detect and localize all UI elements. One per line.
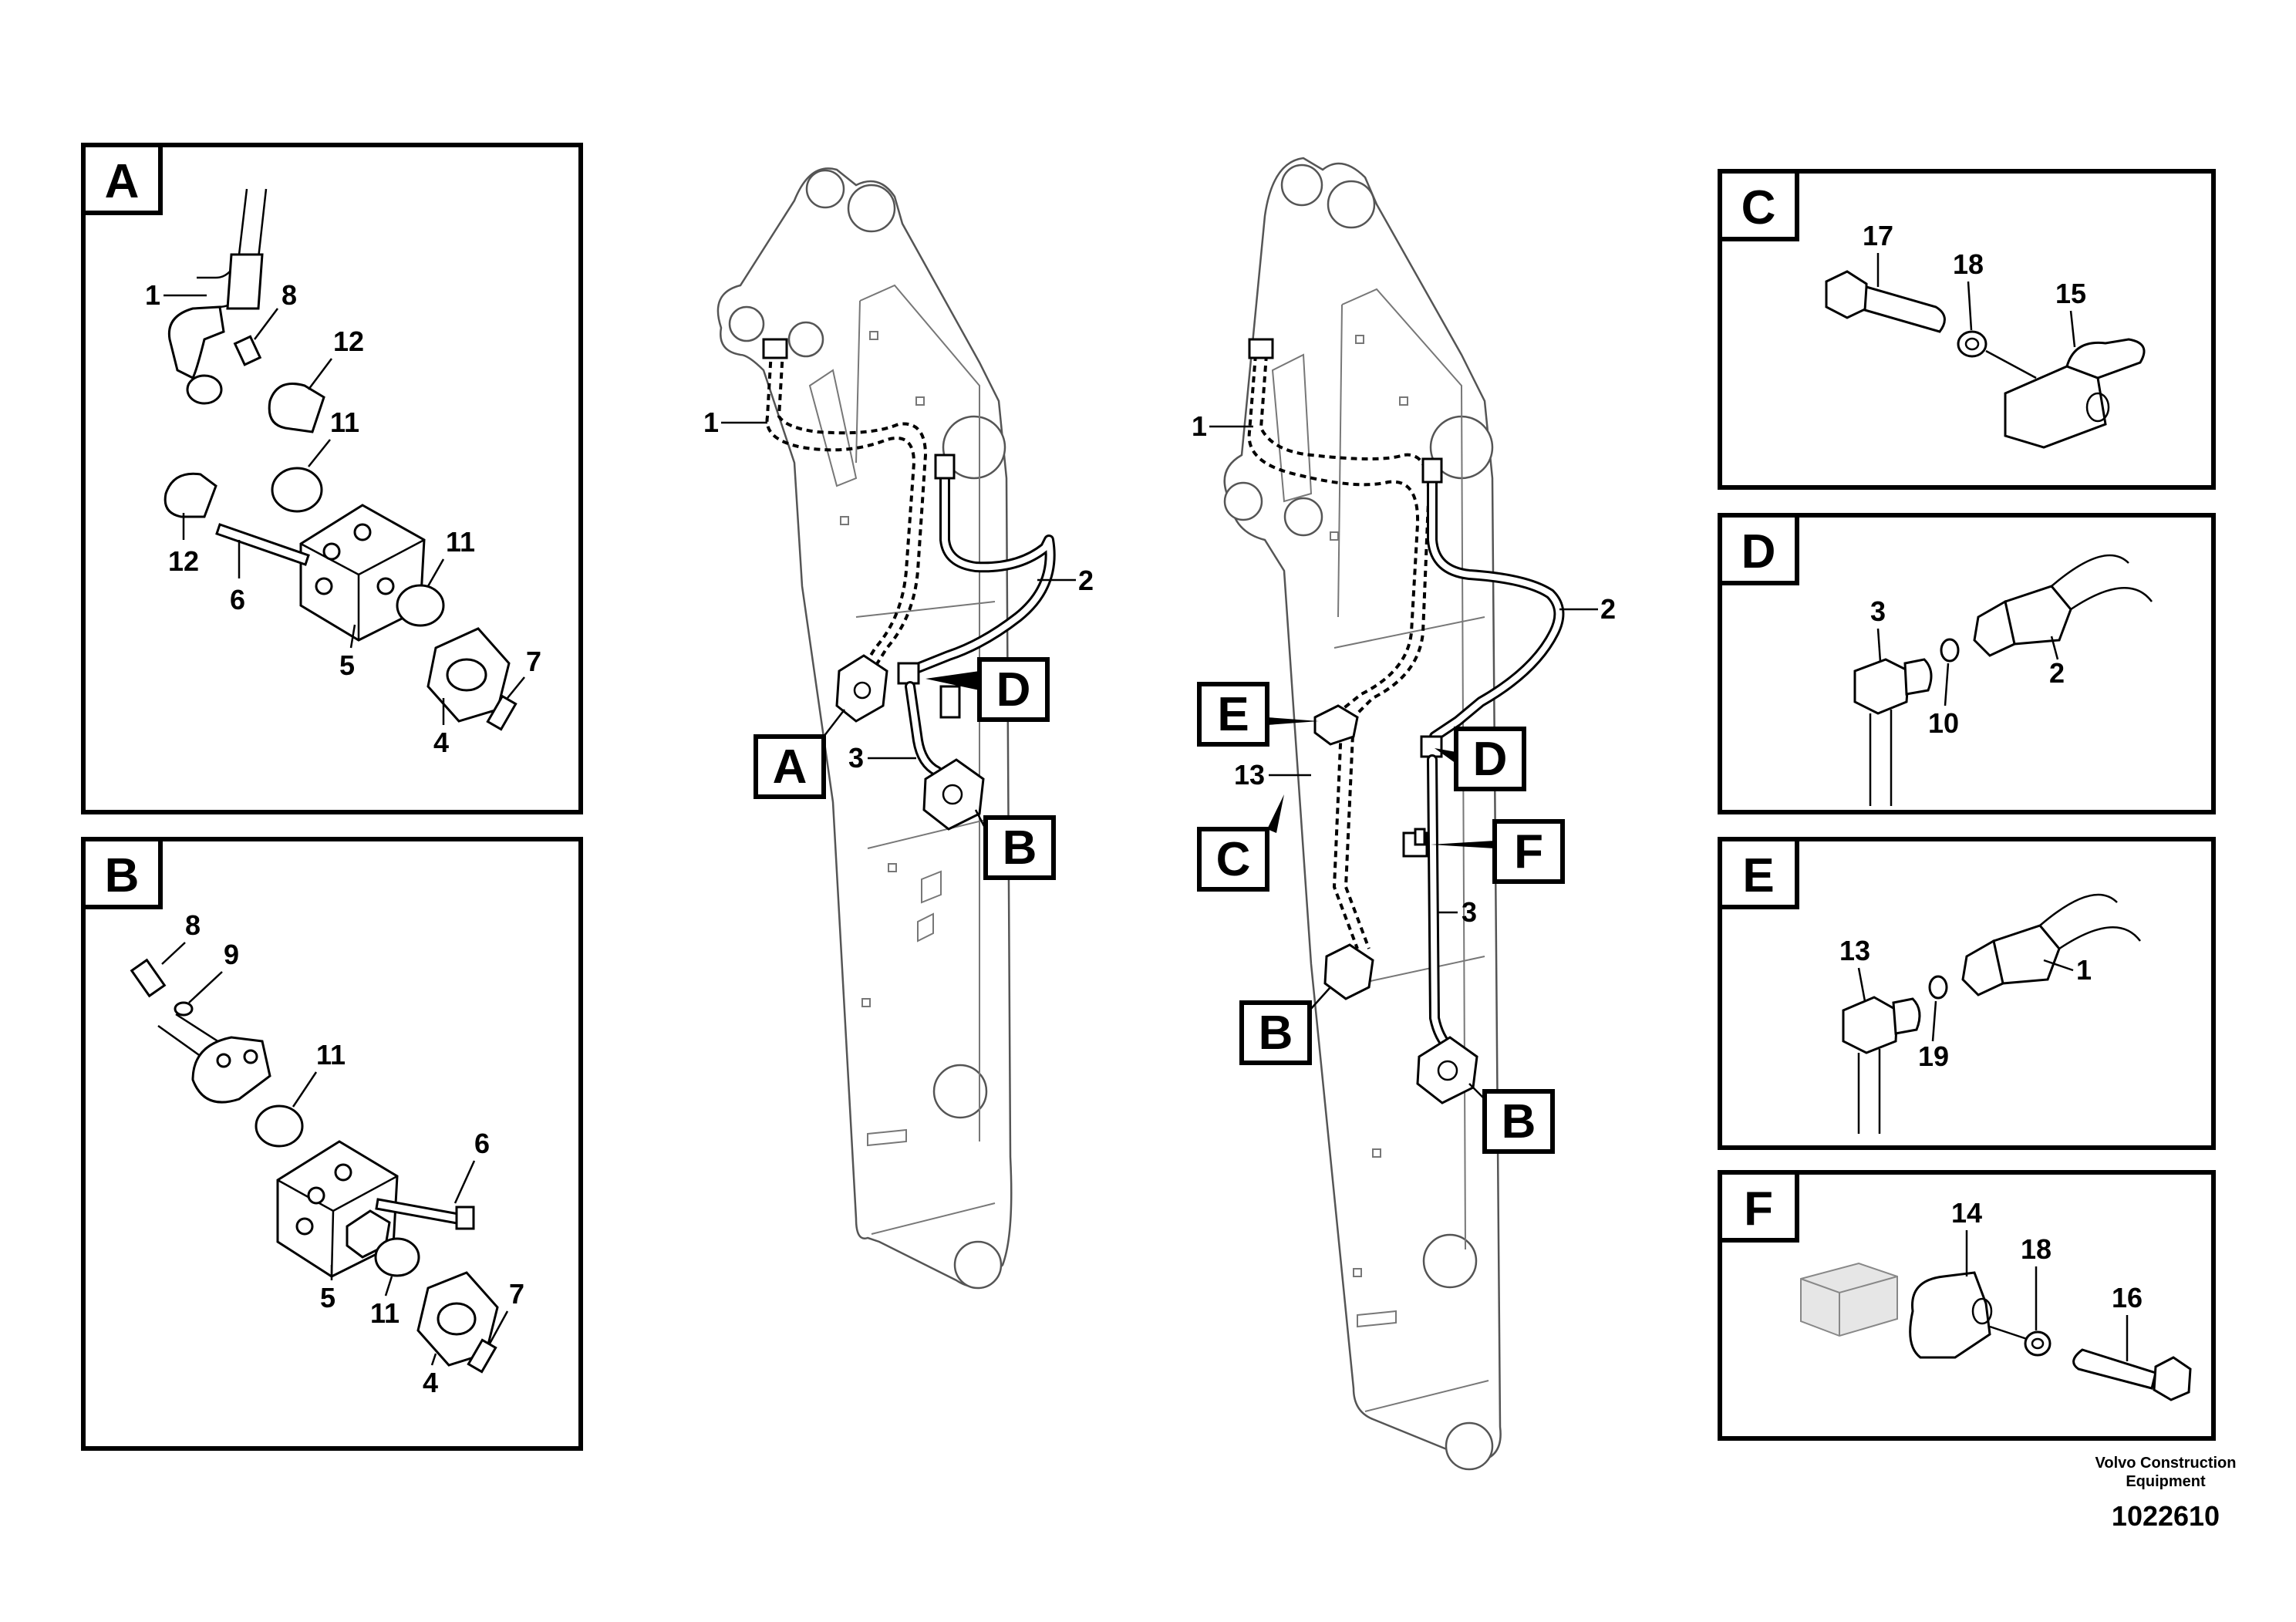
- detail-c-label-18: 18: [1953, 248, 1984, 280]
- detail-f-label-14: 14: [1951, 1197, 1982, 1229]
- detail-f-label-16: 16: [2112, 1282, 2143, 1313]
- detail-e-panel: E 13 1 19: [1718, 837, 2216, 1150]
- detail-d-panel: D 3 2 10: [1718, 513, 2216, 814]
- publisher-line-2: Equipment: [2126, 1473, 2206, 1490]
- boom-left-callout-b: B: [1003, 821, 1037, 875]
- drawing-number: 1022610: [2112, 1500, 2220, 1532]
- detail-d-label-3: 3: [1870, 595, 1886, 627]
- detail-f-label-18: 18: [2021, 1233, 2052, 1265]
- boom-right: 1 2 13 3 E D C F B B: [1192, 157, 1616, 1471]
- detail-b-label-5: 5: [320, 1282, 335, 1313]
- boom-right-callout-b-lower: B: [1502, 1095, 1536, 1148]
- detail-a-label-12b: 12: [168, 545, 199, 577]
- boom-left-callout-a: A: [773, 740, 807, 794]
- boom-left-label-2: 2: [1078, 565, 1094, 596]
- detail-e-label-1: 1: [2076, 954, 2092, 986]
- boom-right-callout-e: E: [1217, 688, 1249, 741]
- detail-b-letter: B: [105, 849, 140, 902]
- detail-b-panel: B 8 9 11 6 5: [81, 837, 583, 1451]
- detail-a-label-11: 11: [330, 406, 359, 438]
- detail-a-label-7: 7: [526, 646, 541, 677]
- boom-left-label-3: 3: [848, 742, 864, 774]
- boom-right-callout-c: C: [1216, 833, 1251, 886]
- detail-b-label-11: 11: [316, 1039, 346, 1071]
- detail-f-letter: F: [1744, 1182, 1773, 1236]
- detail-b-label-4: 4: [423, 1367, 438, 1398]
- detail-d-label-2: 2: [2049, 657, 2065, 689]
- detail-e-label-19: 19: [1918, 1040, 1949, 1072]
- detail-b-label-9: 9: [224, 939, 239, 970]
- detail-c-label-15: 15: [2055, 278, 2086, 309]
- detail-d-label-10: 10: [1928, 707, 1959, 739]
- detail-b-label-11b: 11: [370, 1297, 400, 1329]
- boom-right-callout-b-upper: B: [1259, 1007, 1293, 1060]
- detail-a-letter: A: [105, 155, 140, 208]
- boom-left: 1 2 3 A D B: [703, 167, 1094, 1290]
- detail-d-letter: D: [1741, 525, 1776, 578]
- boom-right-label-13: 13: [1234, 759, 1265, 791]
- detail-a-label-6: 6: [230, 584, 245, 615]
- detail-a-panel: A 1 8 12 11: [81, 143, 583, 814]
- boom-right-callout-f: F: [1514, 825, 1543, 878]
- boom-right-label-2: 2: [1600, 593, 1616, 625]
- detail-a-label-8: 8: [282, 279, 297, 311]
- boom-left-label-1: 1: [703, 406, 719, 438]
- detail-b-label-6: 6: [474, 1128, 490, 1159]
- detail-f-panel: F 14 18 16: [1718, 1170, 2216, 1441]
- detail-a-label-1: 1: [145, 279, 160, 311]
- boom-right-callout-d: D: [1473, 733, 1508, 786]
- boom-right-label-3: 3: [1462, 896, 1477, 928]
- boom-right-label-1: 1: [1192, 410, 1207, 442]
- boom-left-callout-d: D: [996, 663, 1031, 717]
- detail-e-letter: E: [1742, 849, 1774, 902]
- publisher-line-1: Volvo Construction: [2095, 1455, 2237, 1472]
- detail-c-letter: C: [1741, 181, 1776, 234]
- detail-b-label-7: 7: [509, 1278, 524, 1310]
- detail-a-label-11b: 11: [446, 526, 475, 558]
- detail-a-label-5: 5: [339, 649, 355, 681]
- detail-a-label-4: 4: [433, 727, 449, 758]
- detail-c-label-17: 17: [1863, 220, 1893, 251]
- detail-a-label-12: 12: [333, 325, 364, 357]
- detail-b-label-8: 8: [185, 909, 201, 941]
- footer-credit: Volvo Construction Equipment 1022610: [2095, 1455, 2237, 1532]
- detail-e-label-13: 13: [1839, 935, 1870, 966]
- detail-c-panel: C 17 18 15: [1718, 169, 2216, 490]
